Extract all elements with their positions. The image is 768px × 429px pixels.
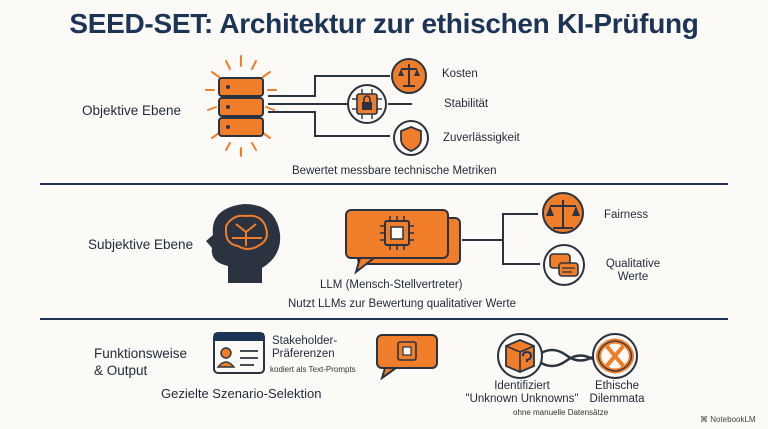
- profile-card-icon: [213, 332, 265, 374]
- page-title: SEED-SET: Architektur zur ethischen KI-P…: [69, 8, 699, 39]
- chip-chat-icon: [345, 209, 461, 275]
- unknowns-label: Identifiziert "Unknown Unknowns": [465, 380, 579, 405]
- shield-icon: [393, 120, 429, 156]
- divider-2: [40, 318, 728, 320]
- zuverlaessigkeit-label: Zuverlässigkeit: [443, 132, 520, 144]
- scales-chess-icon: [391, 58, 427, 94]
- stakeholder-label: Stakeholder- Präferenzen: [272, 335, 338, 360]
- llm-label: LLM (Mensch-Stellvertreter): [320, 279, 463, 291]
- server-stack-icon: [205, 55, 277, 157]
- divider-1: [40, 183, 728, 185]
- selection-label: Gezielte Szenario-Selektion: [161, 386, 322, 401]
- brain-head-icon: [206, 204, 281, 283]
- scales-icon: [542, 192, 584, 234]
- subjective-caption: Nutzt LLMs zur Bewertung qualitativer We…: [288, 298, 516, 310]
- footnote-label: ohne manuelle Datensätze: [513, 408, 609, 417]
- box-question-icon: [497, 333, 543, 379]
- chip-lock-icon: [347, 84, 387, 124]
- chip-chat-icon: [376, 334, 438, 381]
- kosten-label: Kosten: [442, 68, 478, 80]
- stabilitaet-label: Stabilität: [444, 98, 489, 110]
- stakeholder-sub-label: kodiert als Text-Prompts: [270, 365, 356, 374]
- objective-caption: Bewertet messbare technische Metriken: [292, 165, 497, 177]
- function-level-label: Funktionsweise & Output: [94, 346, 188, 378]
- knot-icon: [592, 333, 638, 379]
- subjective-level-label: Subjektive Ebene: [88, 237, 194, 252]
- chat-bubbles-icon: [543, 244, 585, 286]
- qualitative-werte-label: Qualitative Werte: [605, 258, 661, 283]
- fairness-label: Fairness: [604, 209, 649, 221]
- notebooklm-watermark: ⌘ NotebookLM: [700, 415, 756, 424]
- notebook-icon: ⌘: [700, 415, 711, 424]
- dilemmas-label: Ethische Dilemmata: [589, 380, 645, 405]
- objective-level-label: Objektive Ebene: [82, 103, 182, 118]
